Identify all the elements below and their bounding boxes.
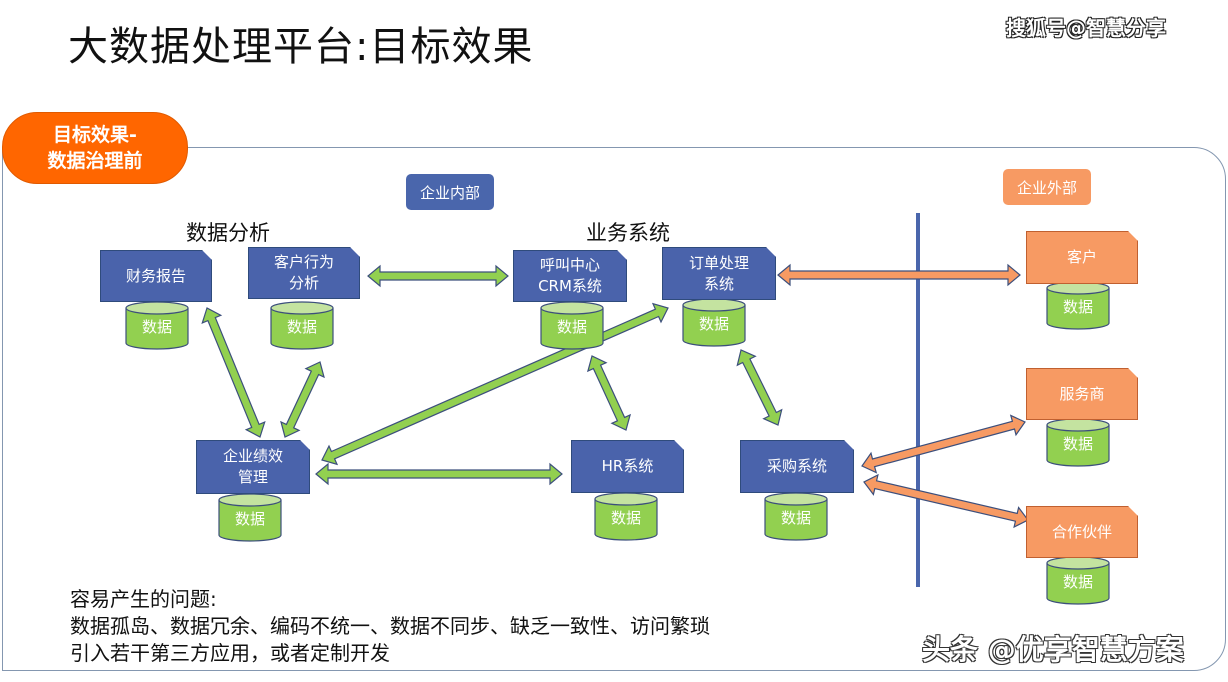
external-customer[interactable]: 客户 (1026, 231, 1138, 284)
database-cylinder-icon (1046, 281, 1110, 330)
database-label: 数据 (234, 510, 265, 528)
arrow-order-customer (777, 263, 1021, 287)
system-label-line: CRM系统 (538, 277, 602, 295)
zone-tag-external: 企业外部 (1003, 169, 1091, 205)
arrow-crm-hr (586, 355, 632, 431)
system-label-line: 财务报告 (125, 266, 186, 285)
db-customer: 数据 (1046, 281, 1110, 330)
database-label: 数据 (1062, 298, 1093, 316)
db-order-processing: 数据 (682, 298, 746, 347)
badge-line-1: 目标效果- (53, 124, 137, 146)
database-label: 数据 (1062, 435, 1093, 453)
database-label: 数据 (780, 509, 811, 527)
system-call-center-crm[interactable]: 呼叫中心 CRM系统 (513, 250, 627, 302)
arrow-performance-hr (315, 462, 563, 486)
system-order-processing[interactable]: 订单处理 系统 (662, 247, 776, 300)
database-label: 数据 (610, 509, 641, 527)
arrow-procurement-service (861, 414, 1026, 474)
system-hr[interactable]: HR系统 (571, 440, 684, 493)
arrow-finance-performance (201, 307, 266, 438)
system-label-line: 企业绩效 (222, 447, 283, 465)
system-label-line: HR系统 (601, 457, 654, 475)
db-customer-behavior: 数据 (270, 301, 334, 350)
system-procurement[interactable]: 采购系统 (740, 440, 854, 493)
system-performance-management[interactable]: 企业绩效 管理 (196, 440, 310, 494)
db-finance-report: 数据 (125, 301, 189, 350)
db-service-provider: 数据 (1046, 418, 1110, 467)
arrow-behavior-crm (367, 264, 509, 288)
issues-line-2: 引入若干第三方应用，或者定制开发 (70, 641, 390, 665)
external-service-provider[interactable]: 服务商 (1026, 368, 1138, 420)
section-badge: 目标效果- 数据治理前 (2, 112, 188, 184)
badge-line-2: 数据治理前 (47, 150, 143, 172)
db-partner: 数据 (1046, 556, 1110, 605)
system-finance-report[interactable]: 财务报告 (100, 250, 212, 302)
database-cylinder-icon (1046, 556, 1110, 605)
internal-external-divider (916, 213, 920, 587)
db-performance-mgmt: 数据 (218, 493, 282, 542)
watermark-top: 搜狐号@智慧分享 (1006, 16, 1166, 40)
issues-text-block: 容易产生的问题: 数据孤岛、数据冗余、编码不统一、数据不同步、缺乏一致性、访问繁… (70, 586, 710, 667)
db-procurement: 数据 (764, 492, 828, 541)
page-title: 大数据处理平台:目标效果 (68, 24, 534, 70)
database-label: 数据 (698, 315, 729, 333)
heading-data-analysis: 数据分析 (186, 221, 270, 245)
database-label: 数据 (556, 318, 587, 336)
issues-heading: 容易产生的问题: (70, 587, 217, 611)
db-hr: 数据 (594, 492, 658, 541)
arrow-order-procurement (736, 349, 783, 426)
arrow-behavior-performance (280, 361, 325, 438)
db-call-center: 数据 (540, 301, 604, 350)
database-cylinder-icon (594, 492, 658, 541)
arrow-procurement-partner (863, 473, 1029, 529)
database-cylinder-icon (218, 493, 282, 542)
database-label: 数据 (286, 318, 317, 336)
database-cylinder-icon (1046, 418, 1110, 467)
database-cylinder-icon (270, 301, 334, 350)
system-label-line: 系统 (703, 274, 734, 293)
system-label-line: 分析 (288, 274, 319, 292)
system-label-line: 订单处理 (688, 253, 749, 272)
database-cylinder-icon (125, 301, 189, 350)
system-label-line: 客户行为 (273, 253, 334, 271)
system-label-line: 服务商 (1059, 384, 1105, 403)
system-label-line: 呼叫中心 (539, 256, 600, 274)
database-cylinder-icon (682, 298, 746, 347)
system-label-line: 管理 (237, 468, 268, 486)
watermark-bottom: 头条 @优享智慧方案 (922, 633, 1184, 666)
system-label-line: 客户 (1066, 248, 1097, 266)
database-label: 数据 (1062, 573, 1093, 591)
diagram-frame (2, 147, 1226, 671)
external-partner[interactable]: 合作伙伴 (1026, 506, 1138, 558)
database-label: 数据 (141, 318, 172, 336)
system-label-line: 合作伙伴 (1051, 522, 1112, 541)
zone-tag-internal: 企业内部 (406, 174, 494, 210)
system-label-line: 采购系统 (766, 457, 827, 475)
issues-line-1: 数据孤岛、数据冗余、编码不统一、数据不同步、缺乏一致性、访问繁琐 (70, 614, 710, 638)
database-cylinder-icon (540, 301, 604, 350)
heading-business-systems: 业务系统 (586, 221, 670, 245)
database-cylinder-icon (764, 492, 828, 541)
system-customer-behavior[interactable]: 客户行为 分析 (248, 247, 360, 299)
